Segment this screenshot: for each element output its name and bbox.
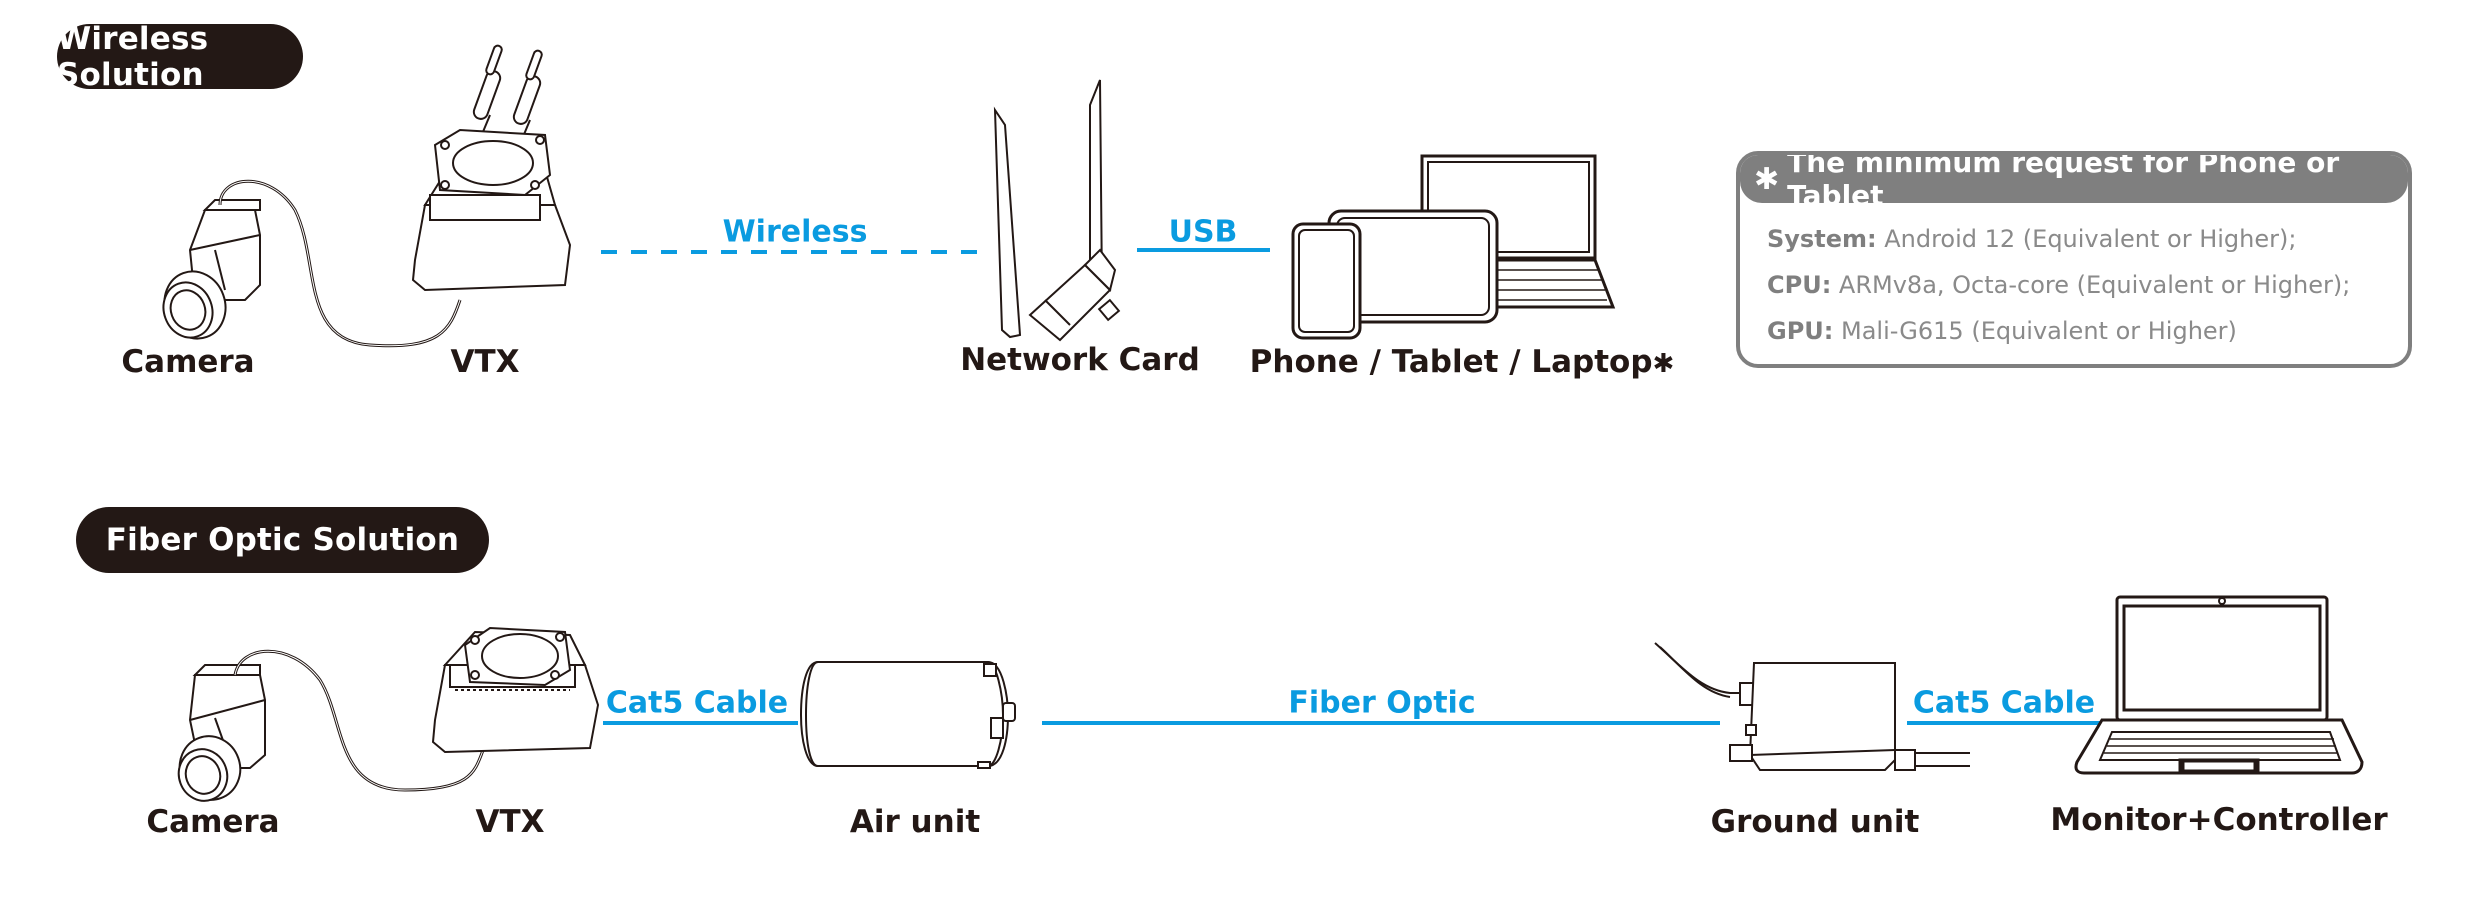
network-card-label: Network Card bbox=[960, 342, 1200, 378]
camera-label-fiber: Camera bbox=[146, 804, 280, 840]
cat5-left-link-line bbox=[603, 721, 798, 725]
wireless-link-line bbox=[601, 250, 991, 254]
ground-unit-icon bbox=[1650, 635, 1990, 780]
requirements-title: The minimum request for Phone or Tablet bbox=[1787, 151, 2340, 212]
requirements-header: ✱ The minimum request for Phone or Table… bbox=[1740, 155, 2408, 212]
phone-tablet-laptop-icon bbox=[1285, 150, 1625, 345]
wireless-solution-title: Wireless Solution bbox=[57, 20, 209, 93]
cat5-right-link-label: Cat5 Cable bbox=[1912, 685, 2096, 721]
fiber-optic-link-label: Fiber Optic bbox=[1288, 685, 1476, 721]
camera-cable bbox=[240, 640, 540, 820]
camera-label-wireless: Camera bbox=[121, 344, 255, 380]
cat5-right-link-line bbox=[1907, 721, 2100, 725]
camera-cable bbox=[200, 170, 500, 370]
asterisk-icon: ✱ bbox=[1754, 161, 1780, 197]
vtx-icon bbox=[405, 45, 585, 310]
requirement-key: GPU: bbox=[1767, 317, 1834, 345]
requirement-cpu: CPU: ARMv8a, Octa-core (Equivalent or Hi… bbox=[1767, 271, 2350, 299]
camera-icon bbox=[175, 660, 315, 820]
network-card-icon bbox=[990, 75, 1140, 350]
endpoints-label: Phone / Tablet / Laptop✱ bbox=[1250, 344, 1675, 380]
usb-link-line bbox=[1137, 248, 1270, 252]
air-unit-label: Air unit bbox=[849, 804, 981, 840]
requirement-value: Android 12 (Equivalent or Higher); bbox=[1876, 225, 2297, 253]
fiber-optic-link-line bbox=[1042, 721, 1720, 725]
fiber-optic-solution-title: Fiber Optic Solution bbox=[105, 522, 460, 558]
asterisk-icon: ✱ bbox=[1652, 349, 1675, 379]
requirement-value: ARMv8a, Octa-core (Equivalent or Higher)… bbox=[1831, 271, 2351, 299]
requirements-box: ✱ The minimum request for Phone or Table… bbox=[1736, 151, 2412, 368]
requirement-value: Mali-G615 (Equivalent or Higher) bbox=[1833, 317, 2237, 345]
air-unit-icon bbox=[798, 658, 1048, 773]
cat5-left-link-label: Cat5 Cable bbox=[605, 685, 789, 721]
ground-unit-label: Ground unit bbox=[1710, 804, 1920, 840]
requirement-system: System: Android 12 (Equivalent or Higher… bbox=[1767, 225, 2296, 253]
vtx-label-wireless: VTX bbox=[450, 344, 520, 380]
vtx-icon bbox=[430, 620, 610, 770]
requirement-key: System: bbox=[1767, 225, 1877, 253]
wireless-link-label: Wireless bbox=[722, 214, 868, 250]
requirement-key: CPU: bbox=[1767, 271, 1832, 299]
endpoints-label-text: Phone / Tablet / Laptop bbox=[1249, 344, 1653, 380]
fiber-optic-solution-badge: Fiber Optic Solution bbox=[76, 507, 489, 573]
usb-link-label: USB bbox=[1168, 214, 1238, 250]
camera-icon bbox=[150, 190, 290, 350]
laptop-icon bbox=[2072, 592, 2364, 778]
monitor-controller-label: Monitor+Controller bbox=[2050, 802, 2388, 838]
wireless-solution-badge: Wireless Solution bbox=[57, 21, 303, 93]
requirement-gpu: GPU: Mali-G615 (Equivalent or Higher) bbox=[1767, 317, 2237, 345]
vtx-label-fiber: VTX bbox=[475, 804, 545, 840]
